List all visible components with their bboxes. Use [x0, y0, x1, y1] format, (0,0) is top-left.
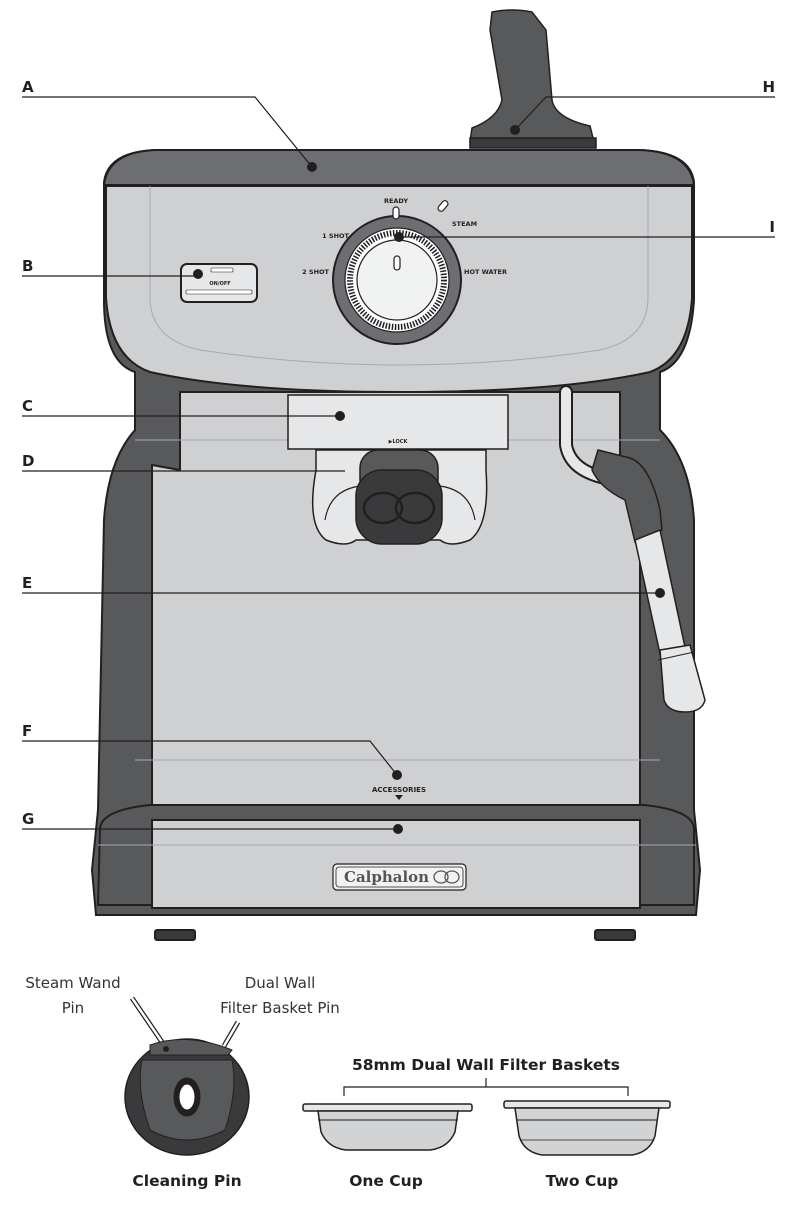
callout-a: A: [22, 78, 34, 96]
callout-lines: [22, 96, 775, 830]
callout-i: I: [769, 218, 775, 236]
dial-hot-water-label: HOT WATER: [464, 268, 507, 276]
svg-text:ACCESSORIES: ACCESSORIES: [372, 786, 426, 794]
steam-indicator-light: [437, 200, 449, 212]
callout-h: H: [762, 78, 775, 96]
portafilter[interactable]: [311, 449, 488, 545]
callout-e: E: [22, 574, 32, 592]
power-label: ON/OFF: [209, 281, 230, 287]
callout-f: F: [22, 722, 32, 740]
one-cup-label: One Cup: [349, 1172, 423, 1190]
dial-steam-label: STEAM: [452, 220, 477, 228]
cleaning-pin-label: Cleaning Pin: [132, 1172, 241, 1190]
dial-ready-label: READY: [384, 197, 408, 205]
baskets-bracket: [343, 1078, 629, 1096]
steam-wand[interactable]: [559, 385, 706, 713]
baskets-title: 58mm Dual Wall Filter Baskets: [352, 1056, 620, 1074]
steam-wand-pin-label-line1: Steam Wand: [25, 974, 120, 992]
dial-one-shot-label: 1 SHOT: [322, 232, 349, 240]
dial-two-shot-label: 2 SHOT: [302, 268, 329, 276]
two-cup-basket: [503, 1100, 671, 1156]
callout-c: C: [22, 397, 33, 415]
ready-indicator-light: [392, 206, 400, 220]
lock-label: ▶LOCK: [389, 439, 409, 445]
callout-g: G: [22, 810, 34, 828]
steam-wand-pin-label-line2: Pin: [62, 999, 84, 1017]
brand-badge: Calphalon: [332, 863, 467, 891]
accessories-drawer-label: ACCESSORIES: [372, 786, 426, 800]
dual-wall-pin-label-line1: Dual Wall: [245, 974, 316, 992]
tamper[interactable]: [469, 9, 597, 149]
brand-label: Calphalon: [344, 868, 429, 886]
callout-dots: [193, 125, 665, 834]
power-button[interactable]: ON/OFF: [180, 263, 258, 303]
dual-wall-pin-label-line2: Filter Basket Pin: [220, 999, 340, 1017]
callout-b: B: [22, 257, 33, 275]
callout-d: D: [22, 452, 34, 470]
one-cup-basket: [302, 1103, 473, 1151]
cleaning-pin: [124, 996, 250, 1156]
selector-dial[interactable]: [332, 215, 462, 345]
group-head: ▶LOCK: [287, 394, 509, 450]
two-cup-label: Two Cup: [546, 1172, 619, 1190]
